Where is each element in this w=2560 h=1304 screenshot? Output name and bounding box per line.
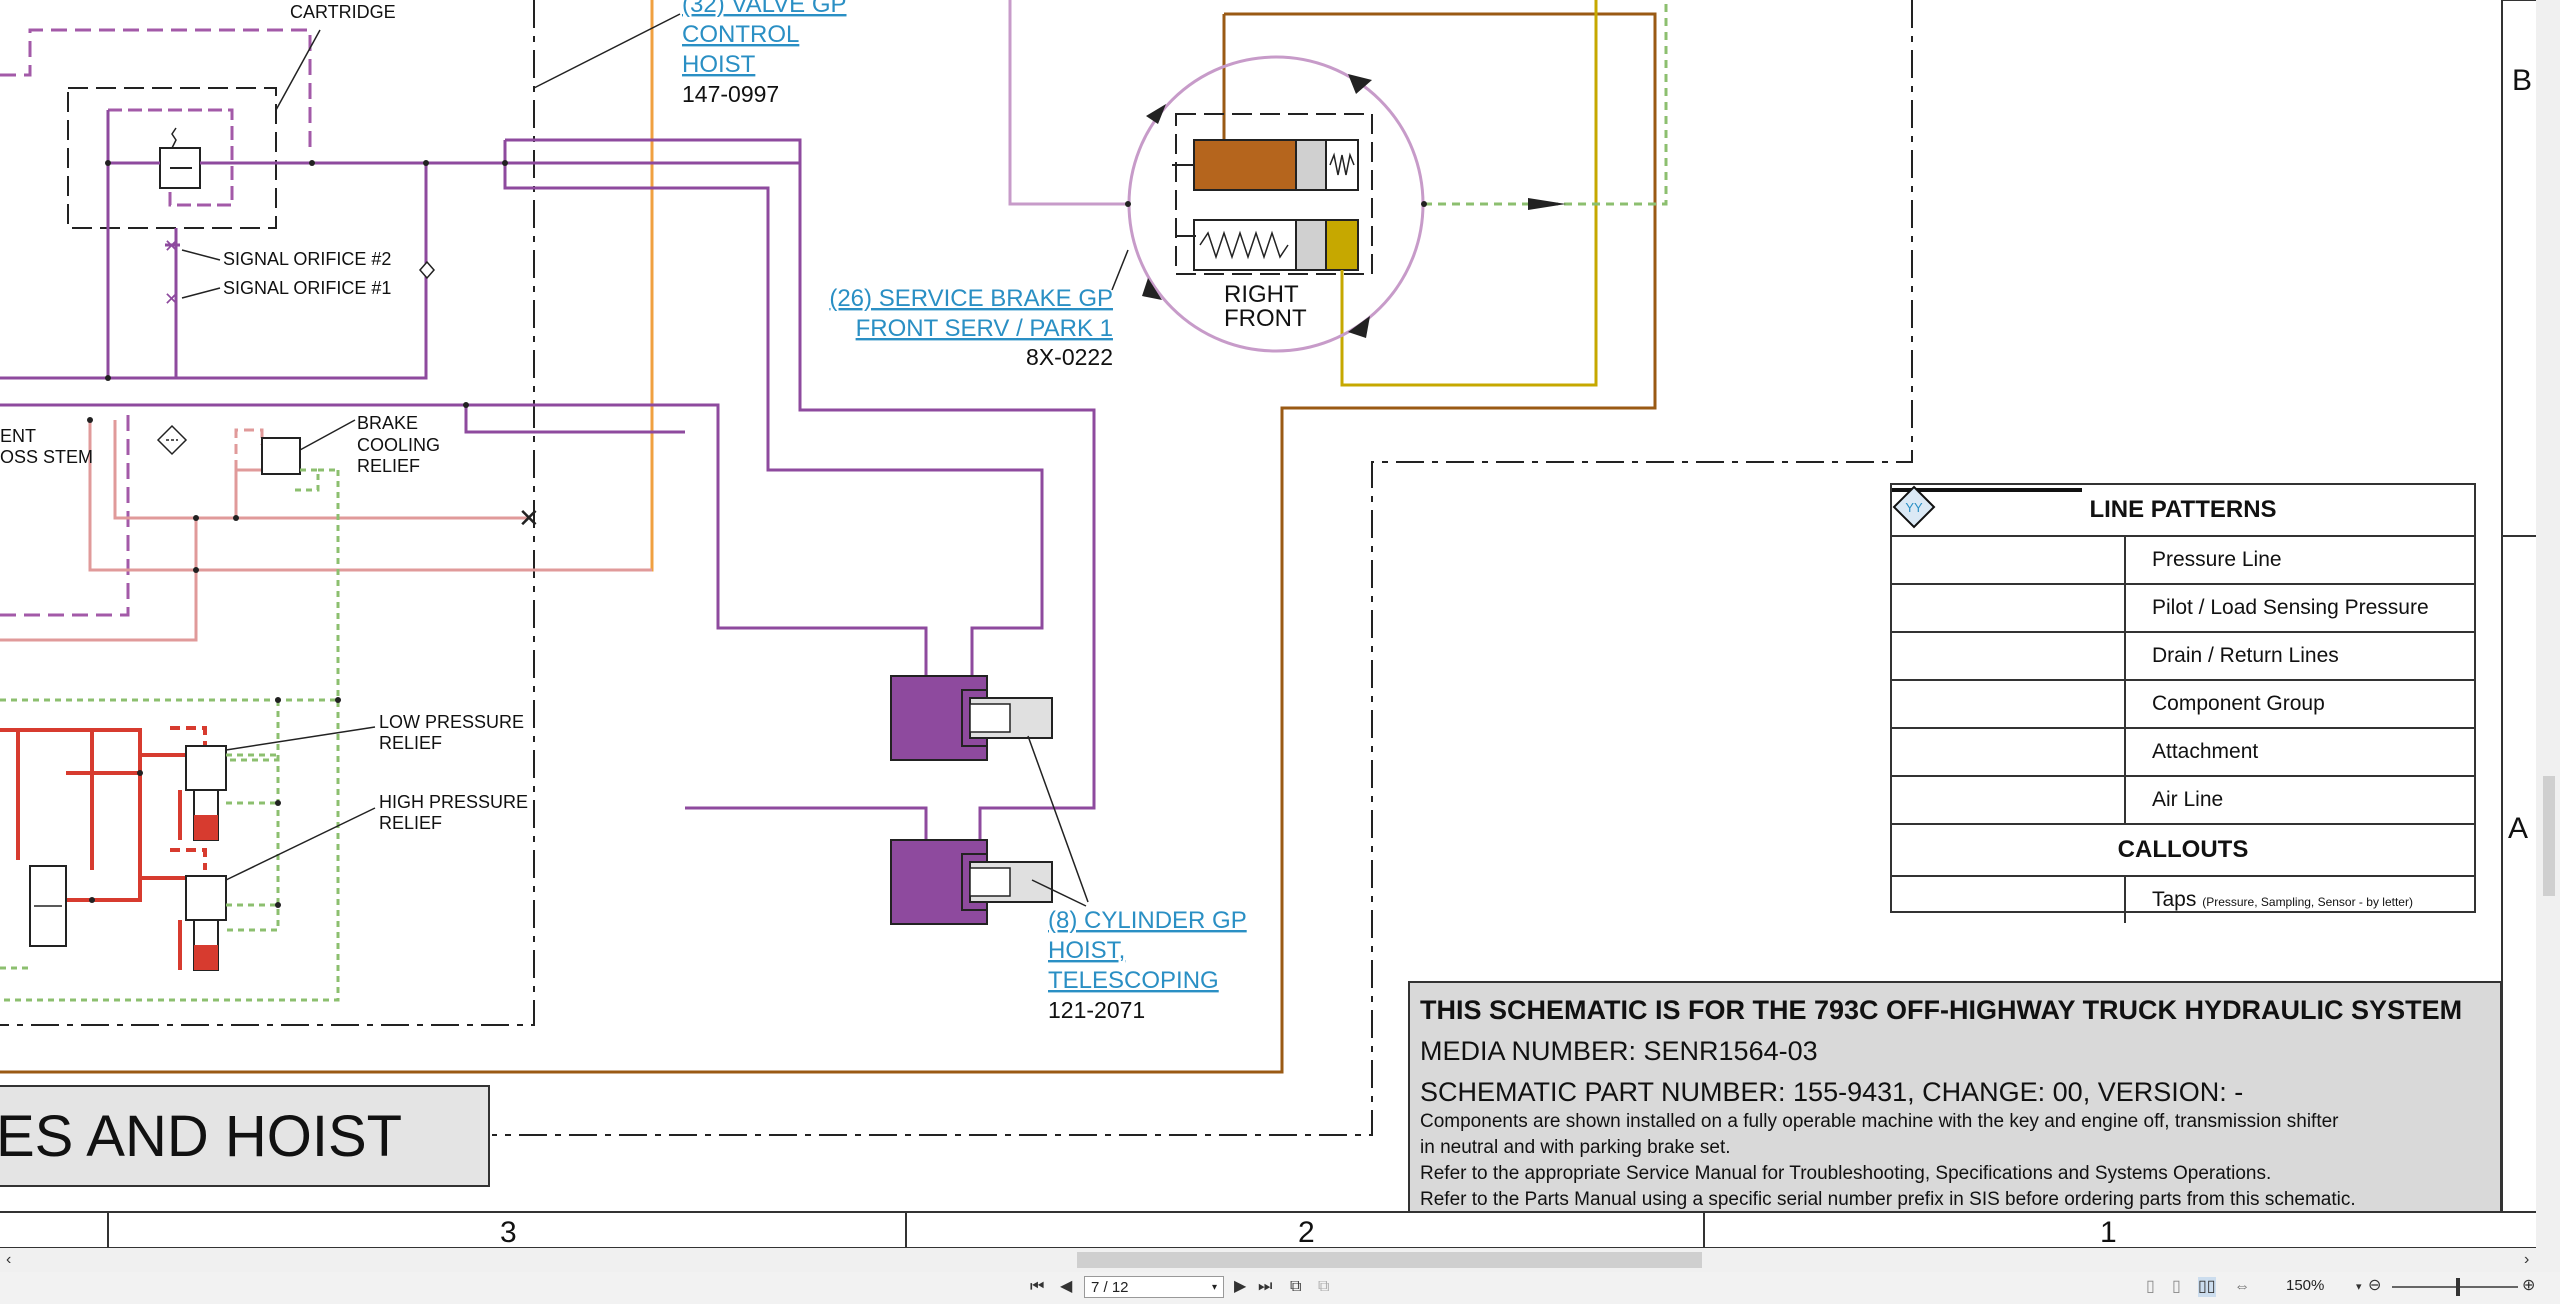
vertical-scrollbar[interactable] <box>2536 0 2560 1248</box>
cylinder-hoist-part: 121-2071 <box>1048 997 1145 1023</box>
high-pressure-relief-label-1: HIGH PRESSURE <box>379 792 528 812</box>
zone-label-2: 2 <box>1298 1216 1315 1249</box>
zone-label-1: 1 <box>2100 1216 2117 1249</box>
title-block: THIS SCHEMATIC IS FOR THE 793C OFF-HIGHW… <box>1408 981 2502 1213</box>
horizontal-scroll-thumb[interactable] <box>1077 1252 1702 1268</box>
cylinder-hoist-link-3[interactable]: TELESCOPING <box>1048 967 1219 994</box>
legend-row-drain: Drain / Return Lines <box>1892 488 2474 681</box>
scroll-right-icon[interactable]: › <box>2524 1251 2530 1268</box>
cylinder-hoist-link-1[interactable]: (8) CYLINDER GP <box>1048 907 1247 934</box>
right-front-label-1: RIGHT <box>1224 281 1299 308</box>
legend-row-pilot: Pilot / Load Sensing Pressure <box>1892 488 2474 633</box>
next-page-icon[interactable]: ▶ <box>1234 1278 1247 1295</box>
zone-label-a: A <box>2508 812 2528 845</box>
signal-orifice-1-label: SIGNAL ORIFICE #1 <box>223 278 391 298</box>
continuous-view-icon[interactable]: ▯ <box>2172 1278 2181 1295</box>
vertical-scroll-thumb[interactable] <box>2543 776 2555 896</box>
title-note-3: Refer to the appropriate Service Manual … <box>1420 1163 2272 1184</box>
zoom-level[interactable]: 150% <box>2286 1277 2325 1294</box>
right-front-label-2: FRONT <box>1224 305 1307 332</box>
component-group-boundary <box>0 0 535 1026</box>
cartridge-label: CARTRIDGE <box>290 2 396 22</box>
two-page-view-icon[interactable]: ▯▯ <box>2198 1277 2216 1297</box>
service-brake-part: 8X-0222 <box>1026 344 1113 370</box>
valve-hoist-link-1[interactable]: (32) VALVE GP <box>682 0 847 18</box>
callouts-header: CALLOUTS <box>1892 825 2474 877</box>
valve-hoist-part: 147-0997 <box>682 81 779 107</box>
high-pressure-relief-label-2: RELIEF <box>379 813 442 833</box>
brake-line-brown <box>0 12 1657 1074</box>
line-patterns-legend: LINE PATTERNS Pressure Line Pilot / Load… <box>1890 483 2476 923</box>
tap-label: Taps <box>2152 888 2197 911</box>
legend-row-pressure: Pressure Line <box>1892 488 2474 585</box>
zoom-slider-handle[interactable] <box>2456 1278 2460 1296</box>
legend-header: LINE PATTERNS <box>1892 485 2474 537</box>
low-pressure-relief-label-2: RELIEF <box>379 733 442 753</box>
legend-row-taps: YY Taps (Pressure, Sampling, Sensor - by… <box>1892 485 2474 923</box>
previous-page-icon[interactable]: ◀ <box>1060 1278 1073 1295</box>
legend-row-component-group: Component Group <box>1892 489 2474 729</box>
brake-cooling-relief-label-1: BRAKE <box>357 413 418 433</box>
zoom-in-icon[interactable]: ⊕ <box>2522 1277 2536 1294</box>
service-brake-link-2[interactable]: FRONT SERV / PARK 1 <box>856 315 1113 342</box>
legend-label: Pilot / Load Sensing Pressure <box>2152 596 2429 619</box>
vent-label-1: ENT <box>0 426 36 446</box>
fit-width-icon[interactable]: ⇔ <box>2234 1278 2250 1295</box>
title-line-1: THIS SCHEMATIC IS FOR THE 793C OFF-HIGHW… <box>1420 995 2463 1025</box>
title-note-4: Refer to the Parts Manual using a specif… <box>1420 1189 2356 1210</box>
section-title: ES AND HOIST <box>0 1085 490 1187</box>
component-group-boundary-right <box>492 0 1913 1136</box>
zoom-dropdown-icon[interactable]: ▾ <box>2356 1281 2362 1293</box>
low-pressure-relief-label-1: LOW PRESSURE <box>379 712 524 732</box>
zone-label-b: B <box>2512 64 2532 97</box>
service-brake-link-1[interactable]: (26) SERVICE BRAKE GP <box>829 285 1113 312</box>
page-number-field[interactable]: 7 / 12 ▾ <box>1084 1276 1224 1298</box>
title-part-number: SCHEMATIC PART NUMBER: 155-9431, CHANGE:… <box>1420 1077 2244 1107</box>
brake-cooling-relief-label-3: RELIEF <box>357 456 420 476</box>
legend-label: Drain / Return Lines <box>2152 644 2339 667</box>
legend-label: Attachment <box>2152 740 2259 763</box>
title-note-1: Components are shown installed on a full… <box>1420 1111 2339 1132</box>
page-indicator: 7 / 12 <box>1091 1279 1129 1296</box>
brake-cooling-relief-label-2: COOLING <box>357 435 440 455</box>
tap-note: (Pressure, Sampling, Sensor - by letter) <box>2202 895 2413 909</box>
valve-hoist-link-3[interactable]: HOIST <box>682 51 756 78</box>
copy-page-icon[interactable]: ⧉ <box>1290 1278 1302 1295</box>
legend-label: Pressure Line <box>2152 548 2282 571</box>
paste-page-icon[interactable]: ⧉ <box>1318 1278 1330 1295</box>
single-page-view-icon[interactable]: ▯ <box>2146 1278 2155 1295</box>
svg-text:✕: ✕ <box>518 503 540 533</box>
title-note-2: in neutral and with parking brake set. <box>1420 1137 1731 1158</box>
cylinder-hoist-link-2[interactable]: HOIST, <box>1048 937 1125 964</box>
last-page-icon[interactable]: ⏭ <box>1258 1278 1273 1295</box>
signal-orifice-2-label: SIGNAL ORIFICE #2 <box>223 249 391 269</box>
legend-row-attachment: Attachment <box>1892 489 2474 777</box>
chevron-down-icon[interactable]: ▾ <box>1211 1282 1217 1293</box>
zone-label-3: 3 <box>500 1216 517 1249</box>
first-page-icon[interactable]: ⏮ <box>1030 1278 1045 1295</box>
tap-diamond-icon: YY <box>1892 485 1936 529</box>
brake-line-pink <box>1008 0 1128 206</box>
brake-line-yellow <box>1340 0 1598 387</box>
legend-row-air: Air Line <box>1892 489 2474 825</box>
legend-label: Air Line <box>2152 788 2224 811</box>
tap-symbol: YY <box>1905 500 1923 515</box>
scroll-left-icon[interactable]: ‹ <box>6 1251 12 1268</box>
zoom-out-icon[interactable]: ⊖ <box>2368 1277 2382 1294</box>
valve-hoist-link-2[interactable]: CONTROL <box>682 21 799 48</box>
title-media-number: MEDIA NUMBER: SENR1564-03 <box>1420 1036 1818 1066</box>
vent-label-2: OSS STEM <box>0 447 93 467</box>
legend-label: Component Group <box>2152 692 2325 715</box>
zoom-slider[interactable] <box>2392 1286 2518 1288</box>
